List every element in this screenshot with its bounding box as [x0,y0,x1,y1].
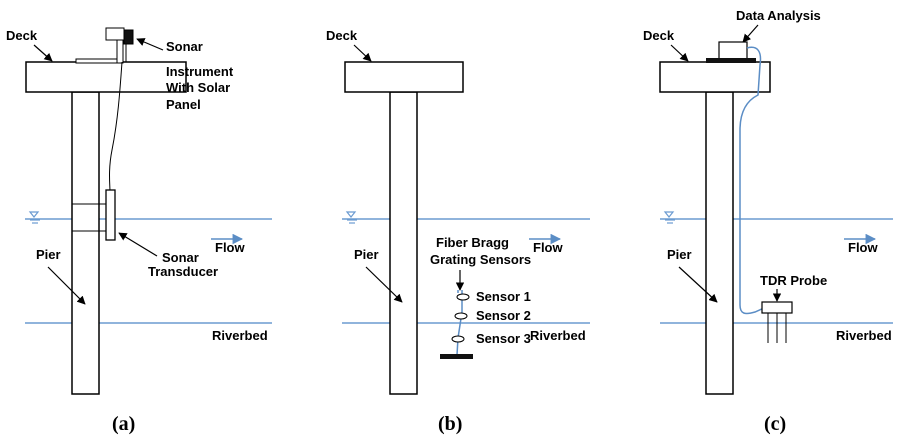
svg-text:Fiber Bragg: Fiber Bragg [436,235,509,250]
pier-label: Pier [36,247,61,262]
data-analysis-base [706,58,756,63]
pier [71,91,100,395]
sonar-instrument-icon [105,27,134,64]
sensor-2-icon [454,312,468,320]
data-analysis-box [718,41,748,60]
svg-text:Transducer: Transducer [148,264,218,279]
sensor-2-label: Sensor 2 [476,308,531,323]
water-level-icon [345,211,357,224]
sensor-3-icon [451,335,465,343]
caption-a: (a) [112,413,135,435]
tdr-probe-icon [761,301,793,343]
flow-label: Flow [215,240,245,255]
svg-text:Sonar: Sonar [166,39,203,54]
panel-c: Deck Data Analysis TDR Probe Flow Pier R… [643,8,893,435]
tdr-cable [739,46,765,315]
deck-label: Deck [643,28,675,43]
deck-label: Deck [6,28,38,43]
svg-text:Grating Sensors: Grating Sensors [430,252,531,267]
solar-panel [75,58,119,64]
caption-b: (b) [438,413,462,435]
pier-label: Pier [667,247,692,262]
anchor-plate [440,354,473,359]
instrument-pointer [136,38,164,51]
deck-pointer [33,44,53,62]
fbg-title: Fiber Bragg Grating Sensors [430,235,531,267]
flow-label: Flow [533,240,563,255]
pier [705,91,734,395]
instrument-label: Sonar Instrument With Solar Panel [166,39,234,112]
svg-text:With Solar: With Solar [166,80,230,95]
water-level-icon [663,211,675,224]
deck-pointer [353,44,372,62]
sensor-3-label: Sensor 3 [476,331,531,346]
panel-b: Deck Fiber Bragg Grating Sensors Sensor … [326,28,590,435]
data-analysis-label: Data Analysis [736,8,821,23]
deck [25,61,187,93]
riverbed-label: Riverbed [530,328,586,343]
svg-text:Panel: Panel [166,97,201,112]
transducer-pointer [118,232,158,257]
pier-label: Pier [354,247,379,262]
tdr-probe-label: TDR Probe [760,273,827,288]
pier [389,91,418,395]
riverbed-label: Riverbed [212,328,268,343]
sonar-cable [109,61,123,193]
pier-pointer [678,266,718,303]
sensor-1-label: Sensor 1 [476,289,531,304]
deck-label: Deck [326,28,358,43]
analysis-pointer [742,24,759,43]
flow-label: Flow [848,240,878,255]
pier-pointer [365,266,403,303]
svg-text:Sonar: Sonar [162,250,199,265]
panel-a: Deck Sonar Instrument With Solar Panel S… [6,27,272,435]
sensor-1-icon [456,293,470,301]
svg-text:Instrument: Instrument [166,64,234,79]
transducer-label: Sonar Transducer [148,250,218,279]
pier-pointer [47,266,86,305]
deck [659,61,771,93]
fiber-line [456,290,463,356]
riverbed-label: Riverbed [836,328,892,343]
caption-c: (c) [764,413,786,435]
deck [344,61,464,93]
water-level-icon [28,211,40,224]
deck-pointer [670,44,689,62]
sonar-transducer [105,189,116,241]
